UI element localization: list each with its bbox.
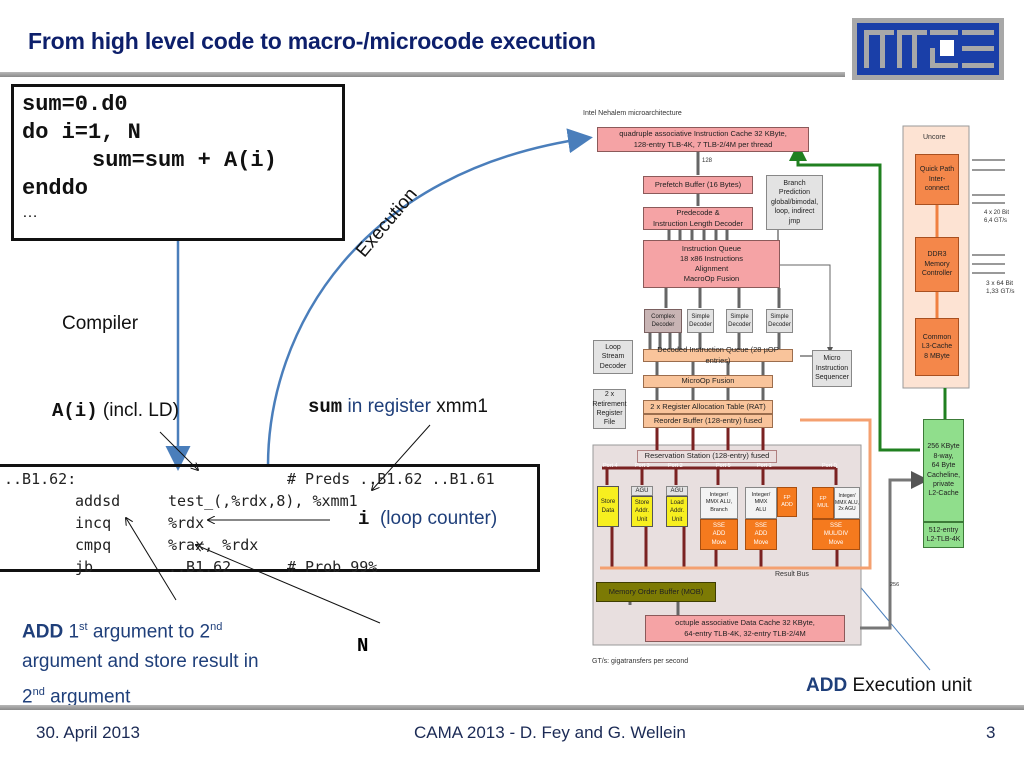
rrze-logo bbox=[852, 18, 1004, 80]
sum-code: sum bbox=[308, 396, 343, 418]
code-line: enddo bbox=[22, 176, 89, 201]
code-line: sum=sum + A(i) bbox=[92, 148, 277, 173]
source-code-box: sum=0.d0 do i=1, N sum=sum + A(i) enddo … bbox=[11, 84, 345, 241]
exec-unit-bold: ADD bbox=[806, 675, 848, 696]
superscript: nd bbox=[210, 621, 223, 633]
asm-op: jb bbox=[75, 558, 94, 576]
add-desc-text: 2 bbox=[22, 686, 33, 708]
logo-icon bbox=[857, 23, 999, 75]
register-name: xmm1 bbox=[436, 396, 488, 417]
code-line: do i=1, N bbox=[22, 120, 141, 145]
asm-op: incq bbox=[75, 514, 112, 532]
assembly-box: ..B1.62: # Preds ..B1.62 ..B1.61 addsd t… bbox=[0, 464, 540, 576]
a-i-code: A(i) bbox=[52, 400, 98, 422]
a-i-annotation: A(i) (incl. LD) bbox=[52, 400, 179, 422]
footer-center: CAMA 2013 - D. Fey and G. Wellein bbox=[414, 723, 686, 742]
exec-unit-label: ADD Execution unit bbox=[806, 675, 972, 697]
footer-date: 30. April 2013 bbox=[36, 723, 140, 742]
footer-divider bbox=[0, 705, 1024, 710]
superscript: st bbox=[79, 621, 88, 633]
asm-args: %rax, %rdx bbox=[168, 536, 259, 554]
compiler-label: Compiler bbox=[62, 313, 139, 334]
add-bold: ADD bbox=[22, 621, 64, 643]
code-line: sum=0.d0 bbox=[22, 92, 128, 117]
asm-args: %rdx bbox=[168, 514, 205, 532]
code-ellipsis: … bbox=[22, 204, 38, 221]
title-divider bbox=[0, 72, 845, 77]
asm-args: ..B1.62 bbox=[168, 558, 232, 576]
asm-op: addsd bbox=[75, 492, 121, 510]
n-code: N bbox=[357, 635, 369, 657]
superscript: nd bbox=[32, 686, 45, 699]
add-desc-text: argument bbox=[44, 686, 131, 708]
a-i-note: (incl. LD) bbox=[102, 400, 179, 421]
in-register-text: in register bbox=[347, 396, 431, 417]
asm-args: test_(,%rdx,8), %xmm1 bbox=[168, 492, 358, 510]
exec-unit-text: Execution unit bbox=[852, 675, 972, 696]
asm-comment: # Prob 99% bbox=[287, 558, 378, 576]
i-code: i bbox=[358, 508, 370, 530]
add-desc-text: argument to 2 bbox=[87, 621, 211, 643]
asm-label: ..B1.62: bbox=[4, 470, 77, 488]
add-desc-text: argument and store result in bbox=[22, 651, 259, 673]
loop-counter-text: (loop counter) bbox=[379, 508, 498, 529]
slide-title: From high level code to macro-/microcode… bbox=[28, 28, 596, 54]
add-description: ADD 1st argument to 2nd argument and sto… bbox=[22, 612, 259, 713]
page-number: 3 bbox=[986, 723, 996, 742]
execution-arrow bbox=[266, 128, 593, 467]
add-desc-text: 1 bbox=[68, 621, 80, 643]
loop-counter-annotation: i (loop counter) bbox=[358, 508, 497, 531]
sum-register-annotation: sum in register xmm1 bbox=[308, 396, 488, 418]
asm-comment: # Preds ..B1.62 ..B1.61 bbox=[287, 470, 495, 488]
asm-op: cmpq bbox=[75, 536, 112, 554]
